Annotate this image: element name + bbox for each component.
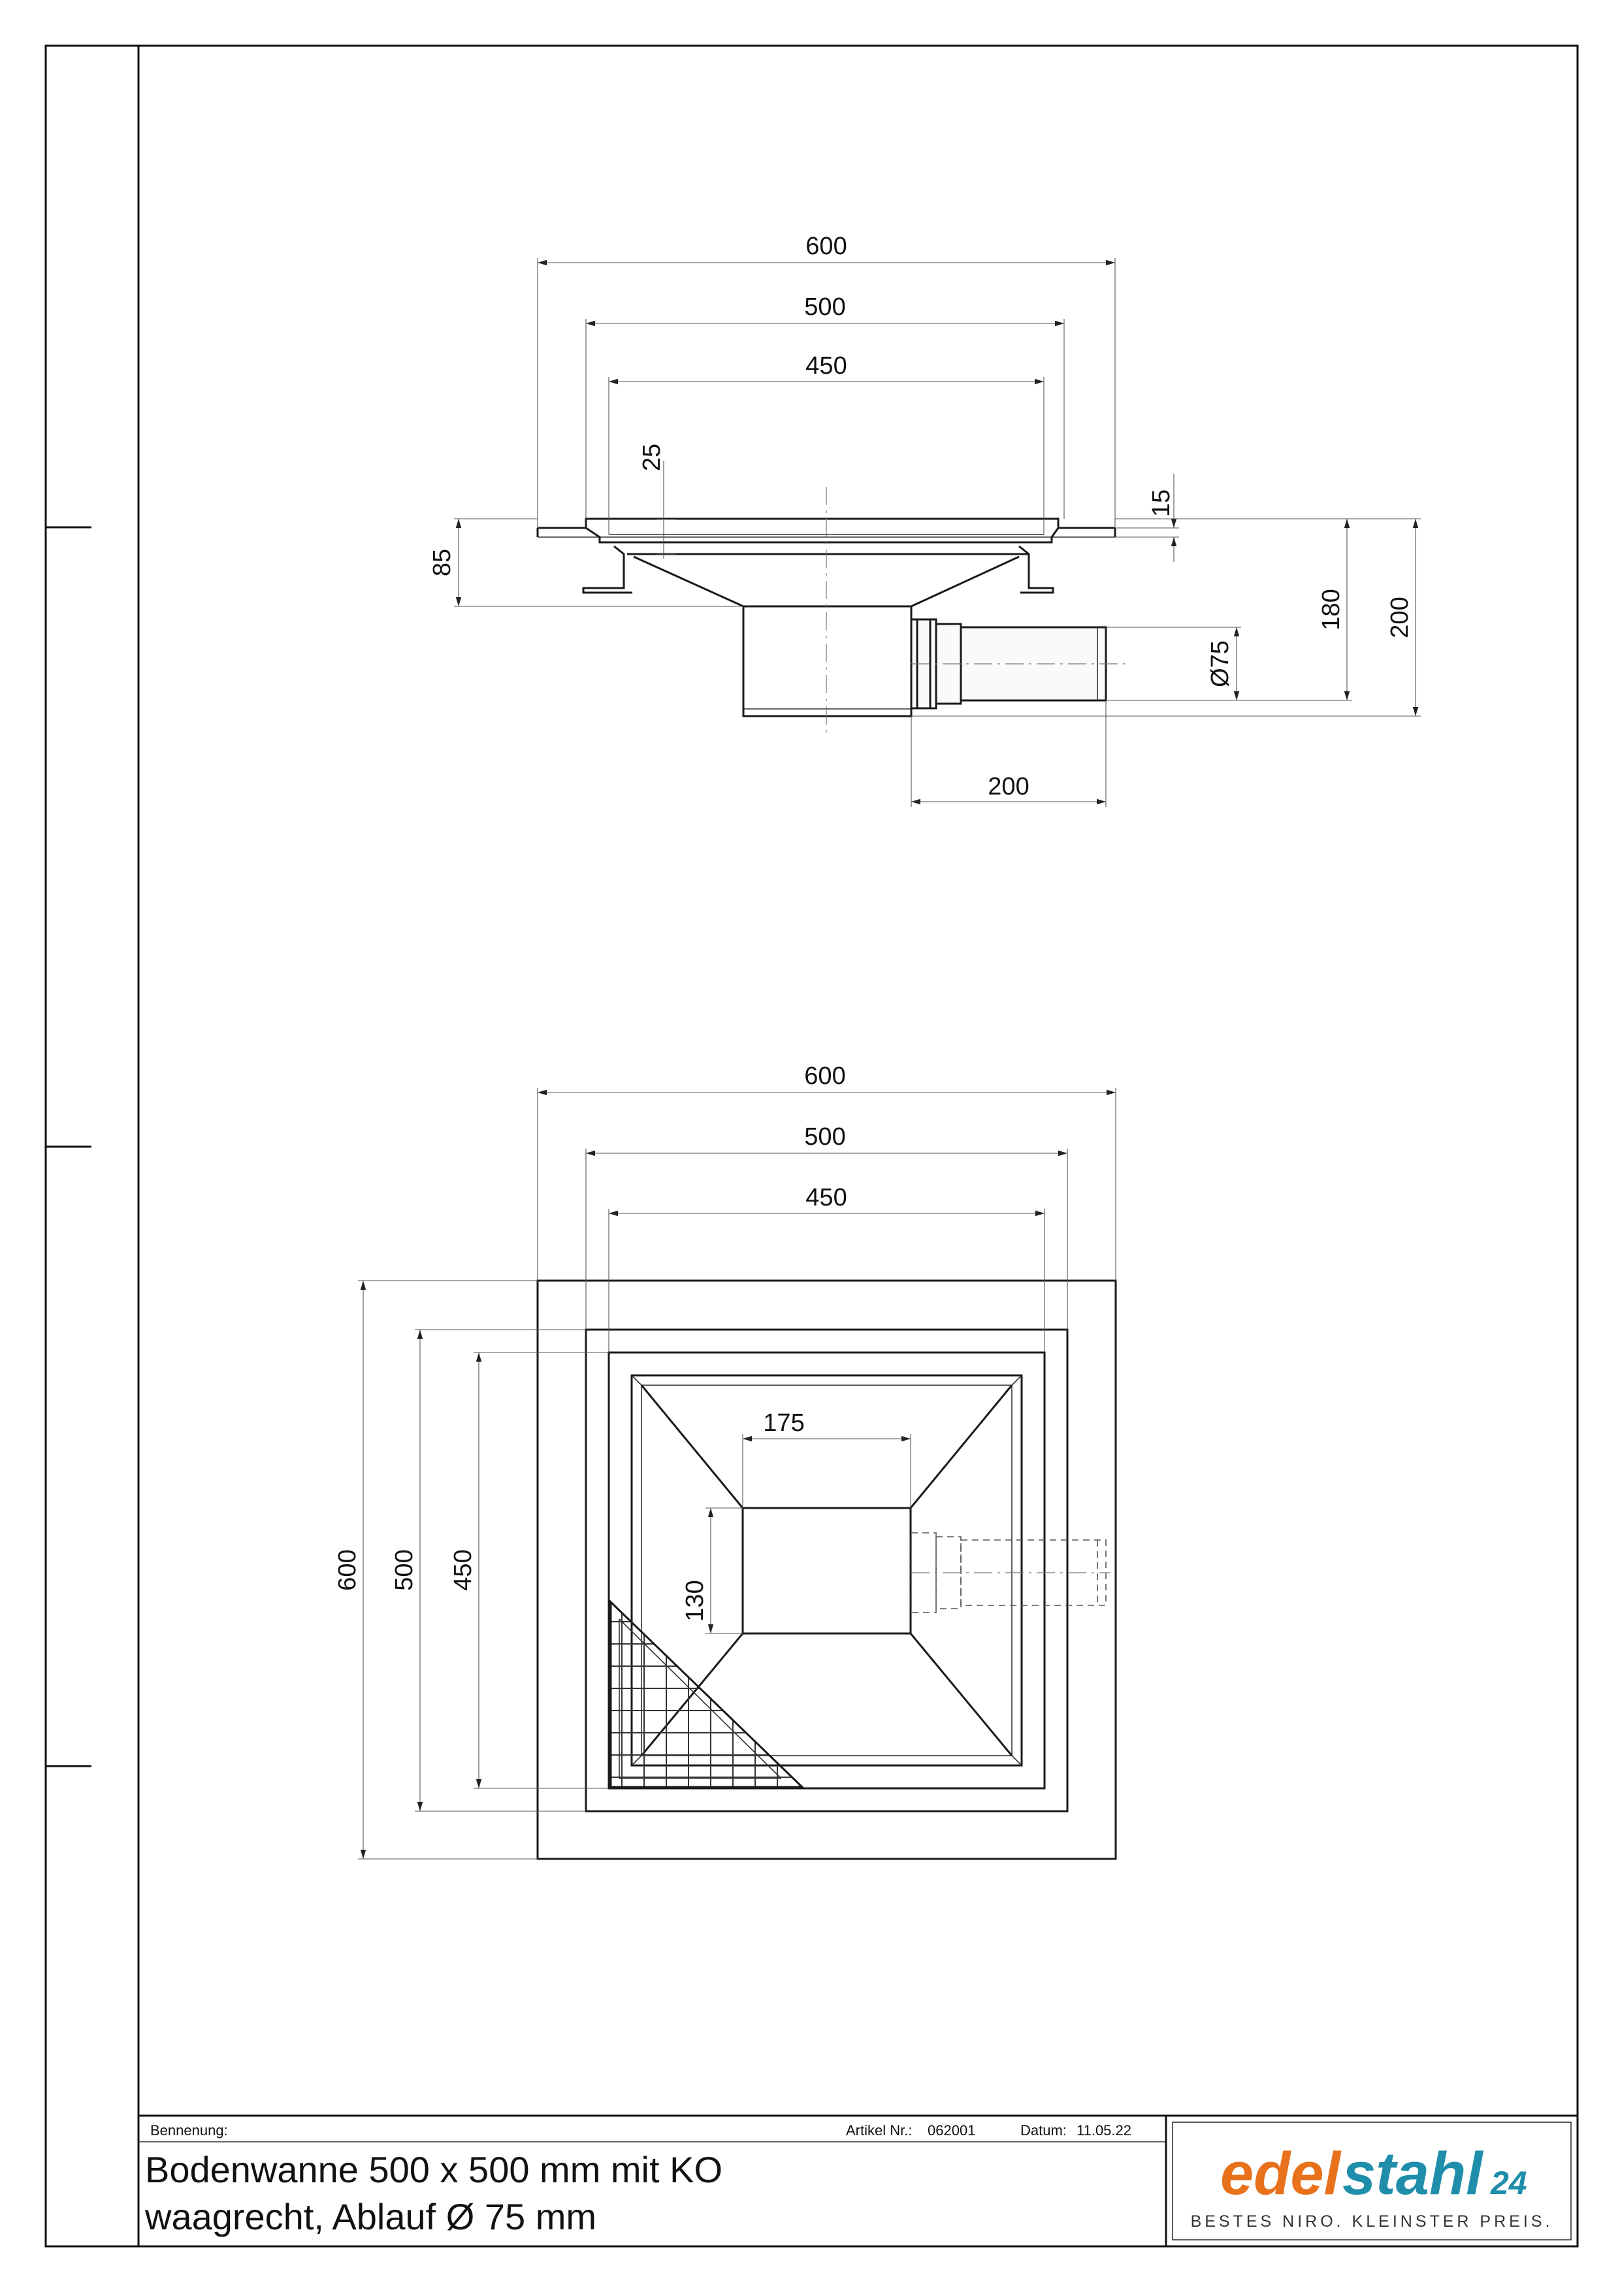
article-number: 062001 <box>928 2122 975 2139</box>
title-block: Bennenung: Artikel Nr.: 062001 Datum: 11… <box>138 2114 1578 2246</box>
side-dim-200-length: 200 <box>988 773 1029 800</box>
logo-text-stahl: stahl <box>1342 2140 1484 2207</box>
title-line-2: waagrecht, Ablauf Ø 75 mm <box>144 2196 596 2237</box>
article-label: Artikel Nr.: <box>846 2122 912 2139</box>
top-dim-450: 450 <box>805 1184 847 1211</box>
sheet-frame <box>44 44 1579 2248</box>
top-view: 600 500 450 600 500 450 175 130 <box>334 1062 1117 1860</box>
side-dim-25: 25 <box>638 444 666 471</box>
side-dim-600: 600 <box>805 233 847 260</box>
top-dim-500-vertical: 500 <box>391 1549 418 1590</box>
title-line-1: Bodenwanne 500 x 500 mm mit KO <box>145 2149 722 2190</box>
side-dim-180: 180 <box>1318 589 1345 630</box>
date-value: 11.05.22 <box>1077 2122 1131 2139</box>
top-dim-175: 175 <box>763 1409 804 1437</box>
side-dim-diameter-75: Ø75 <box>1207 640 1234 687</box>
top-dim-500: 500 <box>804 1123 845 1151</box>
logo-text-24: 24 <box>1490 2165 1527 2201</box>
date-label: Datum: <box>1020 2122 1067 2139</box>
top-dim-600: 600 <box>804 1062 845 1090</box>
top-dim-130: 130 <box>681 1580 709 1621</box>
logo-text-edel: edel <box>1220 2140 1342 2207</box>
side-dim-15: 15 <box>1148 489 1175 517</box>
side-view: 600 500 450 25 15 85 180 200 <box>429 233 1421 807</box>
logo-tagline: BESTES NIRO. KLEINSTER PREIS. <box>1191 2212 1553 2231</box>
brand-logo: edel stahl 24 BESTES NIRO. KLEINSTER PRE… <box>1191 2140 1553 2231</box>
top-dim-450-vertical: 450 <box>449 1549 477 1590</box>
side-dim-450: 450 <box>805 352 847 380</box>
top-dim-600-vertical: 600 <box>334 1549 361 1590</box>
side-dim-500: 500 <box>804 293 845 321</box>
side-dim-200-height: 200 <box>1386 597 1414 638</box>
side-dim-85: 85 <box>429 549 456 576</box>
designation-label: Bennenung: <box>150 2122 228 2139</box>
grate-detail <box>609 1599 805 1788</box>
